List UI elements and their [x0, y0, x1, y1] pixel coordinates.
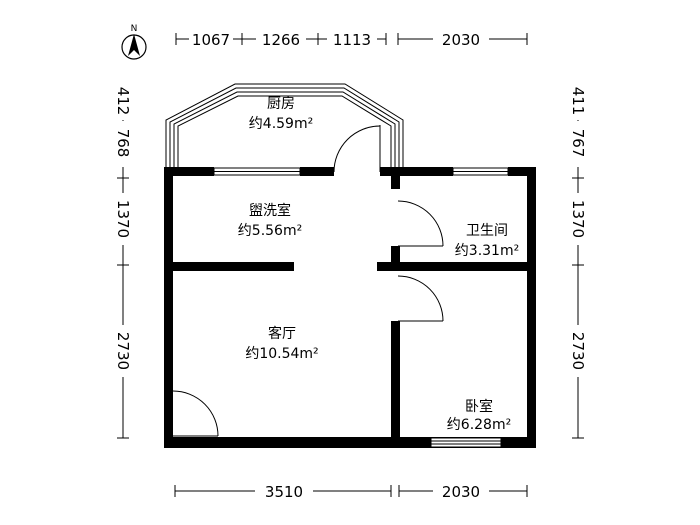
room-name: 客厅: [268, 325, 296, 342]
room-name: 卫生间: [466, 223, 508, 239]
doors: [172, 125, 444, 437]
room-name: 卧室: [465, 398, 493, 415]
bottom-dimension-line: 3510 2030: [174, 481, 528, 501]
dimension-label: 768: [114, 129, 132, 158]
room-area: 约3.31m²: [455, 243, 519, 259]
room-kitchen: 厨房 约4.59m²: [249, 96, 313, 132]
compass-label: N: [131, 24, 138, 34]
room-bathroom: 卫生间 约3.31m²: [455, 223, 519, 259]
walls: [164, 167, 536, 448]
right-dimension-line: 411 767 1370 2730: [568, 84, 588, 439]
room-area: 约10.54m²: [245, 346, 318, 362]
dimension-label: 1067: [192, 31, 230, 49]
room-area: 约4.59m²: [249, 116, 313, 132]
dimension-label: 2030: [442, 483, 480, 501]
room-area: 约6.28m²: [447, 417, 511, 433]
kitchen-bay-window: [165, 83, 404, 172]
left-dimension-line: 412 768 1370 2730: [113, 84, 133, 439]
room-bedroom: 卧室 约6.28m²: [447, 398, 511, 433]
dimension-label: 3510: [265, 483, 303, 501]
dimension-label: 1370: [569, 200, 587, 238]
dimension-label: 767: [569, 129, 587, 158]
windows: [213, 167, 509, 448]
room-name: 盥洗室: [249, 202, 291, 219]
dimension-label: 412: [114, 87, 132, 116]
room-name: 厨房: [267, 96, 295, 112]
dimension-label: 2730: [569, 332, 587, 370]
dimension-label: 411: [569, 87, 587, 116]
dimension-label: 1370: [114, 200, 132, 238]
room-area: 约5.56m²: [238, 223, 302, 239]
compass-icon: N: [121, 24, 147, 60]
dimension-label: 2030: [442, 31, 480, 49]
room-washroom: 盥洗室 约5.56m²: [238, 202, 302, 239]
dimension-label: 1266: [262, 31, 300, 49]
room-living: 客厅 约10.54m²: [245, 325, 318, 362]
top-dimension-line: 1067 1266 1113 2030: [175, 29, 528, 49]
dimension-label: 2730: [114, 332, 132, 370]
dimension-label: 1113: [333, 31, 371, 49]
